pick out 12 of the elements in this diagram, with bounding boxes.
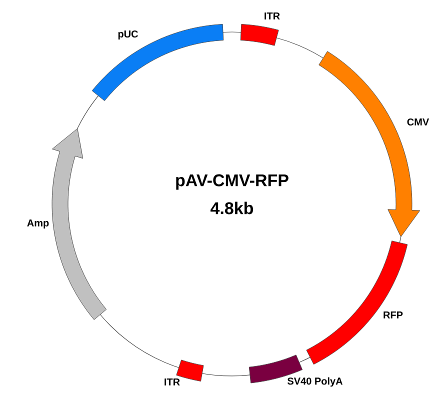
node-label: ITR xyxy=(264,12,280,20)
plasmid-size: 4.8kb xyxy=(210,202,254,214)
node-label: Amp xyxy=(27,220,49,228)
plasmid-feature: pUC xyxy=(92,24,224,102)
plasmid-name: pAV-CMV-RFP xyxy=(176,174,288,190)
node-label: SV40 PolyA xyxy=(287,377,343,387)
plasmid-feature: Amp xyxy=(27,128,107,320)
plasmid-feature: ITR xyxy=(240,12,280,46)
node-label: ITR xyxy=(164,378,180,386)
plasmid-feature: CMV xyxy=(318,51,430,238)
plasmid-feature: ITR xyxy=(164,360,204,386)
plasmid-feature: RFP xyxy=(306,240,408,365)
